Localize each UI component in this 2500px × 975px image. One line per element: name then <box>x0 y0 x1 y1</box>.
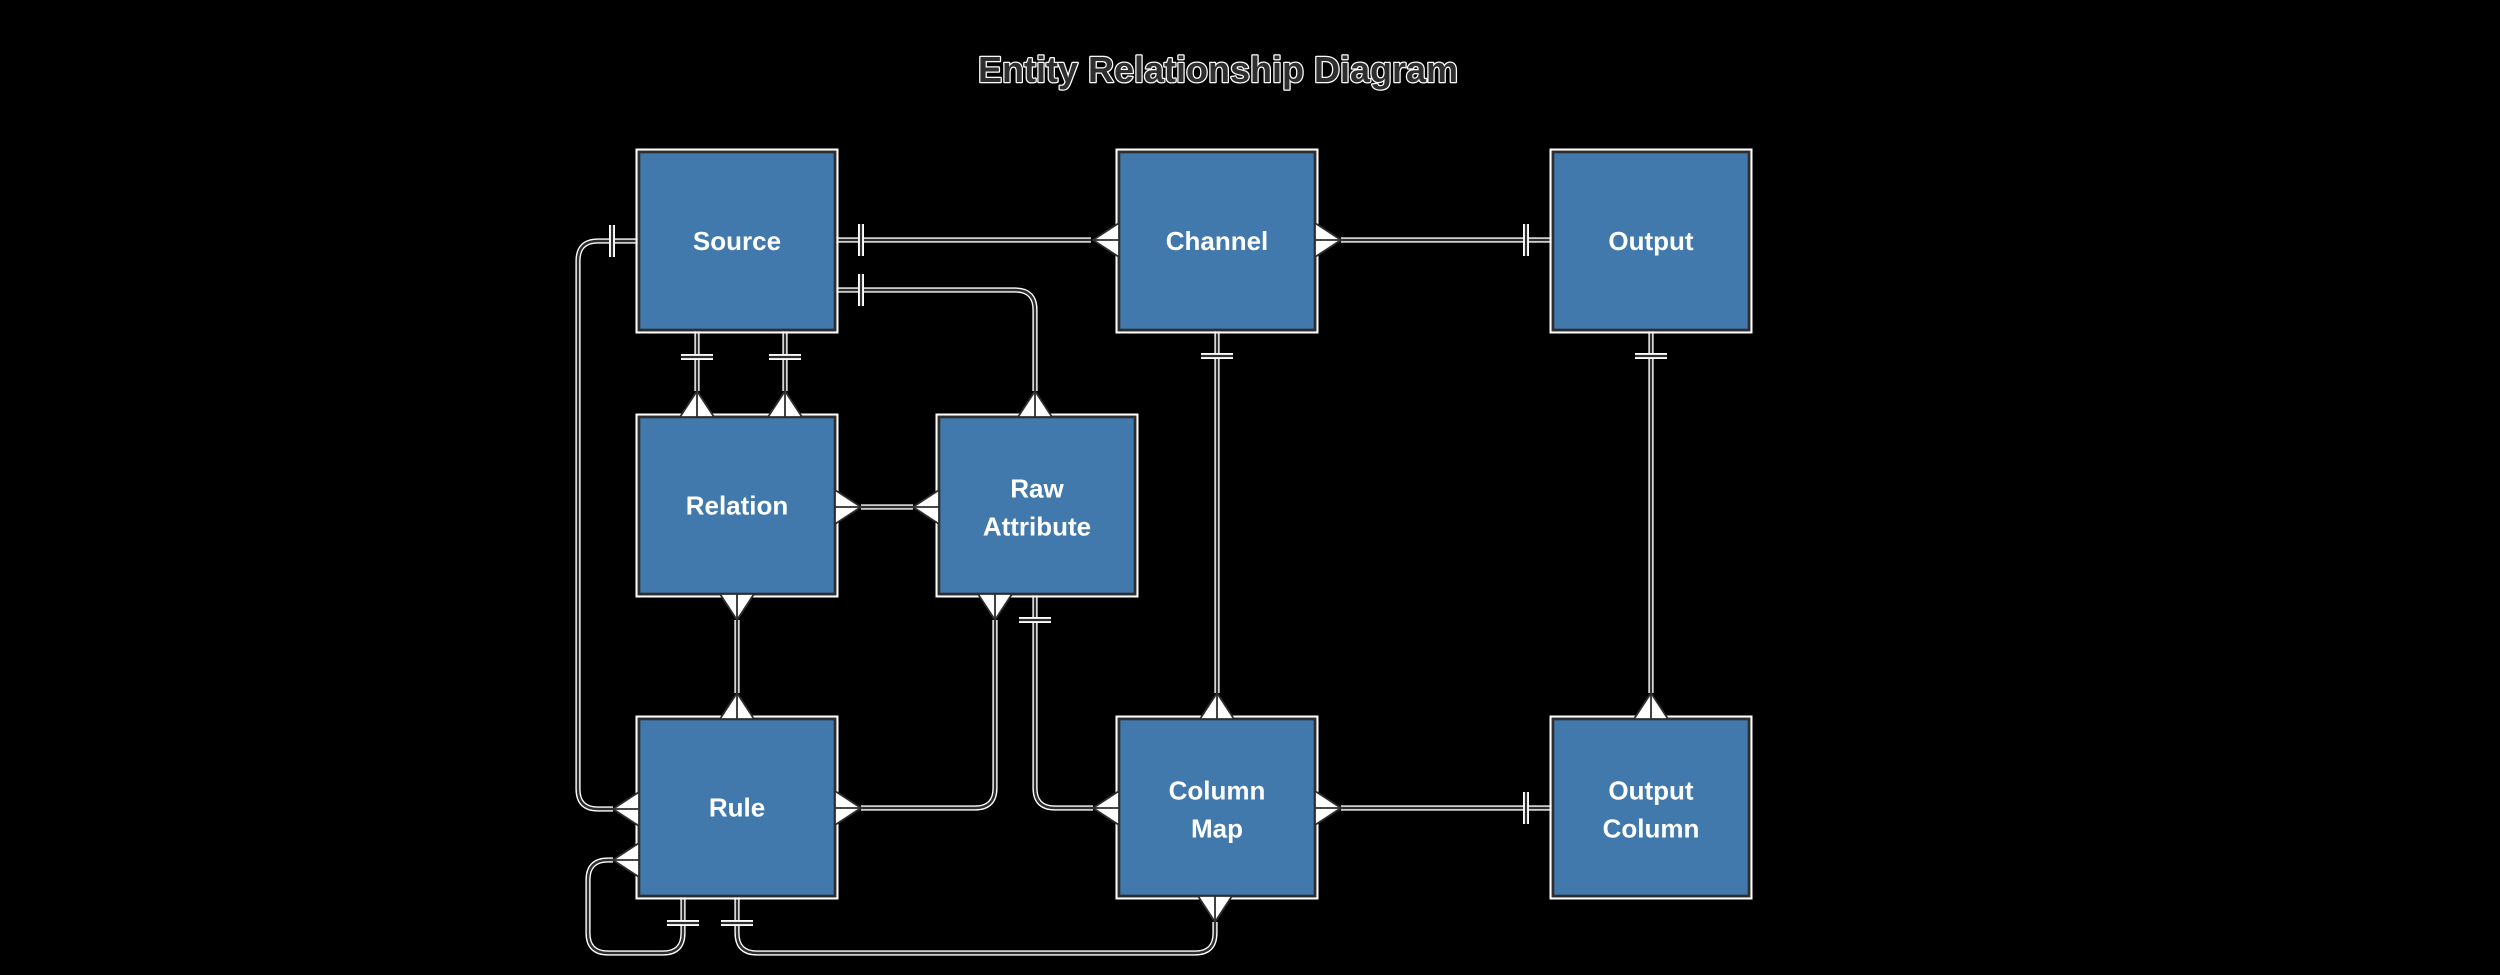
entity-box <box>1117 717 1317 898</box>
relationship-line <box>586 858 685 955</box>
crow-foot-marker <box>1196 895 1234 924</box>
crow-foot-marker <box>1198 691 1236 720</box>
relationship-line-casing <box>734 896 1218 956</box>
relationships <box>575 237 1654 956</box>
crow-foot-marker <box>834 488 863 526</box>
relationship-line-casing <box>1032 594 1093 811</box>
relationship-line <box>861 620 997 810</box>
entity-rule: Rule <box>635 715 839 900</box>
entity-label: Source <box>693 226 781 256</box>
relationship-line-casing <box>835 287 1038 391</box>
entity-label: Rule <box>709 793 765 823</box>
relationship-line-casing <box>575 238 639 812</box>
crow-foot-marker <box>976 593 1014 622</box>
entity-box <box>937 415 1137 596</box>
entity-box-halo <box>1549 148 1753 334</box>
entity-box <box>1551 150 1751 332</box>
entity-label-line: Relation <box>686 491 789 521</box>
cardinality-markers <box>609 221 1670 926</box>
crow-foot-marker <box>911 488 940 526</box>
relationship-source-raw-attribute <box>835 287 1038 391</box>
crow-foot-marker <box>611 841 640 879</box>
entity-box <box>1117 150 1317 332</box>
relationship-rule-raw-attribute <box>861 620 998 811</box>
entity-label: Output <box>1608 226 1694 256</box>
relationship-line <box>735 896 1217 955</box>
entity-source: Source <box>635 148 839 334</box>
entity-channel: Channel <box>1115 148 1319 334</box>
relationship-source-rule <box>575 238 639 812</box>
relationship-rule-self <box>585 857 686 956</box>
entity-box-halo <box>635 148 839 334</box>
entity-label-line: Map <box>1191 814 1243 844</box>
entity-box <box>637 415 837 596</box>
entity-label-line: Channel <box>1166 226 1269 256</box>
relationship-line <box>835 288 1037 391</box>
entity-label: Channel <box>1166 226 1269 256</box>
entity-label-line: Attribute <box>983 512 1091 542</box>
crow-foot-marker <box>766 389 804 418</box>
entity-label-line: Rule <box>709 793 765 823</box>
diagram-title: Entity Relationship Diagram <box>978 49 1458 90</box>
crow-foot-marker <box>1091 221 1120 259</box>
entity-label-line: Raw <box>1010 474 1064 504</box>
crow-foot-marker <box>1632 691 1670 720</box>
entity-box <box>1551 717 1751 898</box>
entity-label: Relation <box>686 491 789 521</box>
entity-box <box>637 150 837 332</box>
entity-label-line: Output <box>1608 226 1694 256</box>
relationship-raw-attribute-column-map <box>1032 594 1093 811</box>
crow-foot-marker <box>834 789 863 827</box>
entity-label-line: Output <box>1608 776 1694 806</box>
crow-foot-marker <box>1314 789 1343 827</box>
entity-label-line: Column <box>1603 814 1700 844</box>
crow-foot-marker <box>1314 221 1343 259</box>
crow-foot-marker <box>611 790 640 828</box>
crow-foot-marker <box>718 691 756 720</box>
crow-foot-marker <box>1091 789 1120 827</box>
entity-label-line: Column <box>1169 776 1266 806</box>
crow-foot-marker <box>1016 389 1054 418</box>
entity-label-line: Source <box>693 226 781 256</box>
crow-foot-marker <box>718 593 756 622</box>
relationship-line-casing <box>861 620 998 811</box>
entity-relation: Relation <box>635 413 839 598</box>
relationship-line <box>1033 594 1093 810</box>
relationship-rule-column-map <box>734 896 1218 956</box>
relationship-line <box>576 239 639 811</box>
crow-foot-marker <box>678 389 716 418</box>
entity-output: Output <box>1549 148 1753 334</box>
